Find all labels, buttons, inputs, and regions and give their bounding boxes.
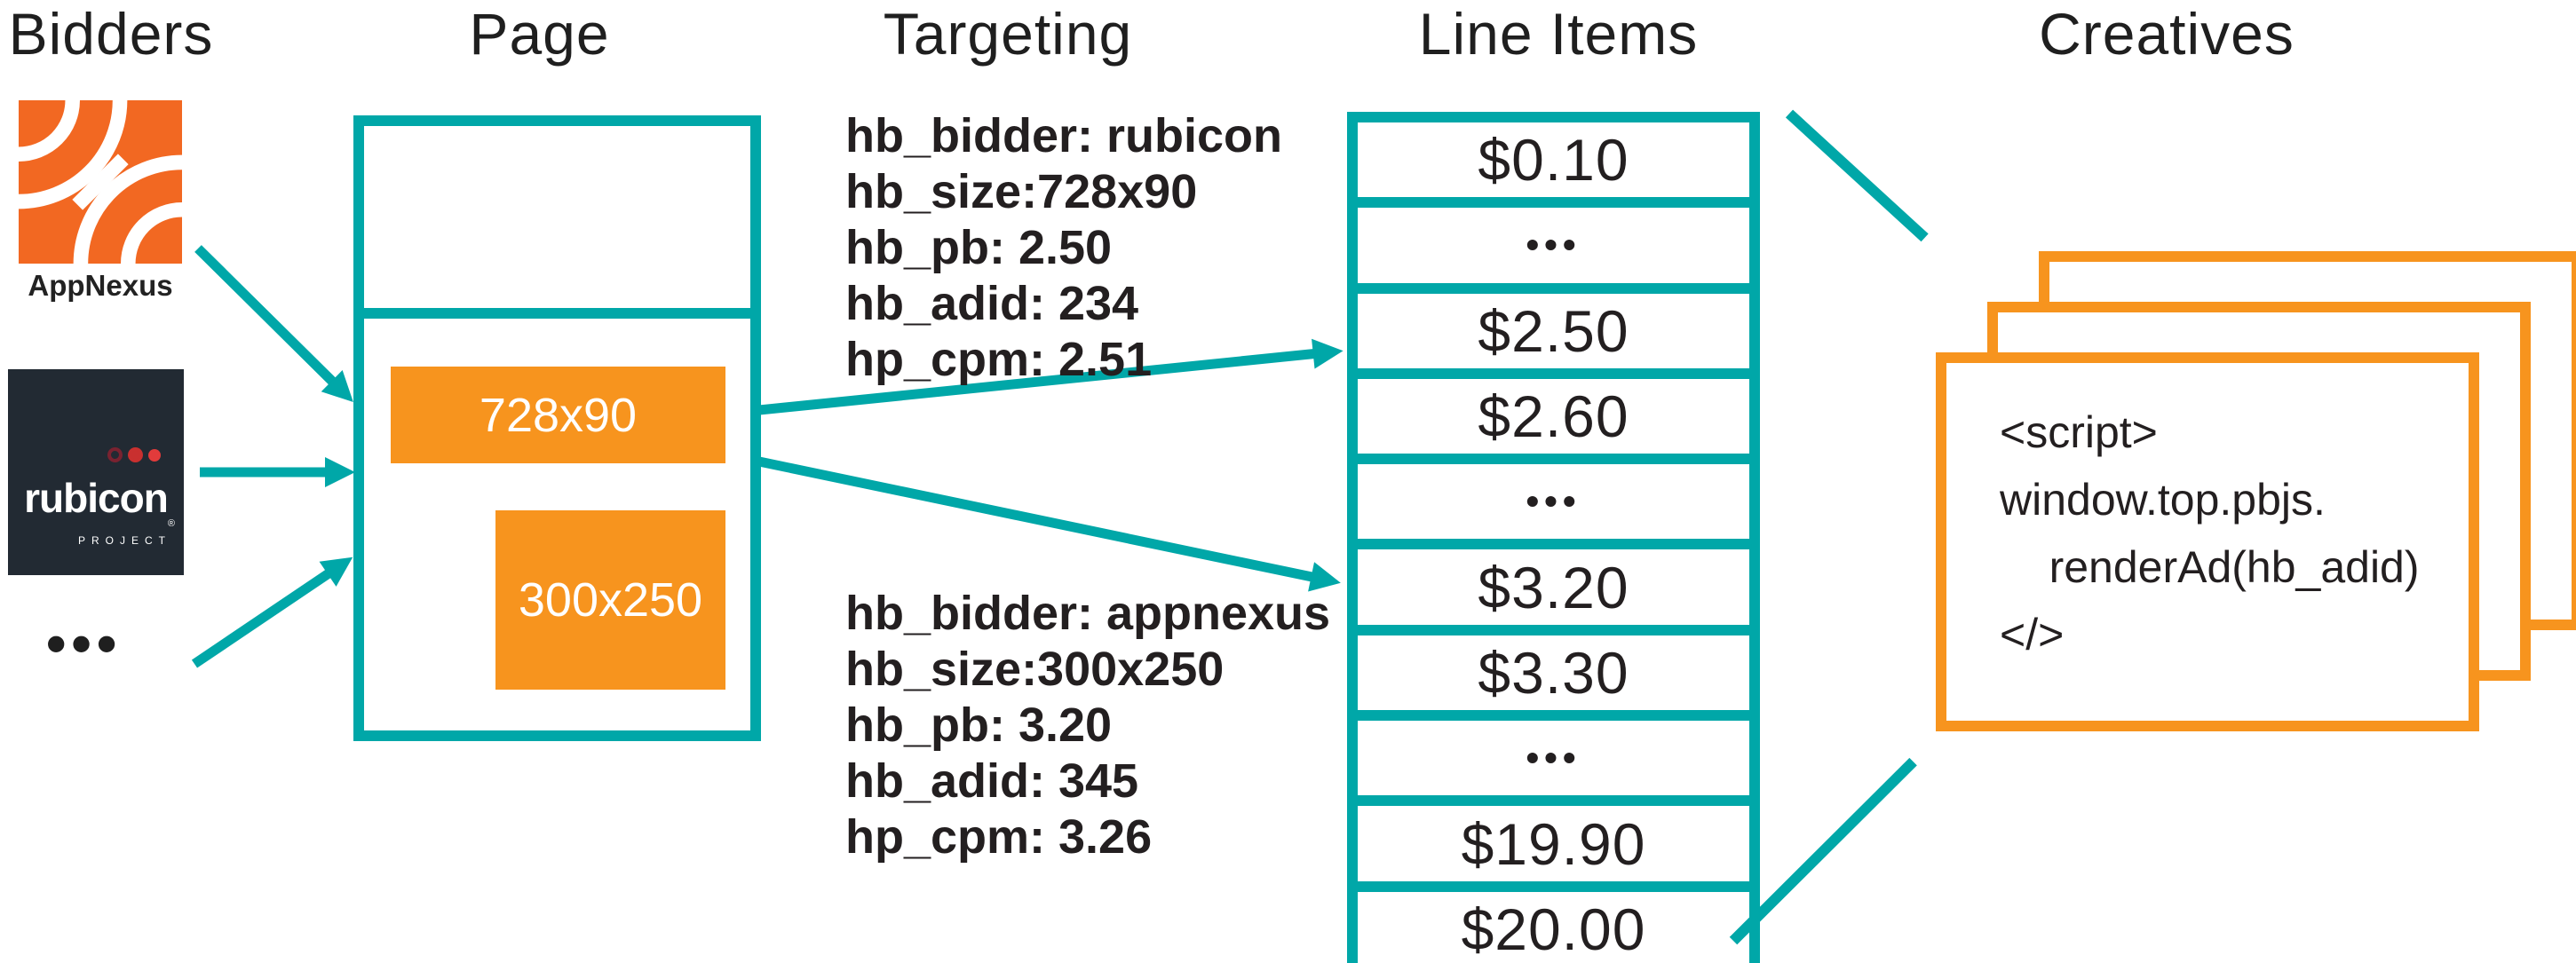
more-bidders-ellipsis: ••• — [46, 612, 123, 675]
line-item-row: $20.00 — [1358, 891, 1749, 963]
targeting-line: hb_adid: 345 — [845, 754, 1139, 808]
targeting-block-rubicon: hb_bidder: rubicon hb_size:728x90 hb_pb:… — [845, 108, 1282, 388]
connector-top-to-creatives — [1785, 109, 1929, 242]
column-title-creatives: Creatives — [2039, 1, 2295, 67]
line-item-row-ellipsis: ••• — [1358, 464, 1749, 540]
rubicon-logo: rubicon ® PROJECT — [8, 369, 184, 575]
appnexus-logo-icon — [16, 100, 185, 264]
line-item-row-ellipsis: ••• — [1358, 208, 1749, 283]
targeting-line: hb_pb: 3.20 — [845, 699, 1113, 752]
targeting-line: hb_size:728x90 — [845, 165, 1198, 218]
arrow-appnexus-to-page — [187, 238, 364, 414]
column-title-targeting: Targeting — [883, 1, 1133, 67]
line-item-row: $2.50 — [1358, 293, 1749, 368]
line-item-row: $0.10 — [1358, 122, 1749, 198]
rubicon-wordmark: rubicon — [24, 475, 169, 521]
column-title-line-items: Line Items — [1418, 1, 1699, 67]
creative-card-front: <script> window.top.pbjs. renderAd(hb_ad… — [1936, 352, 2479, 731]
page-header-divider — [353, 308, 761, 319]
targeting-line: hb_bidder: rubicon — [845, 109, 1282, 162]
line-item-row: $3.30 — [1358, 635, 1749, 711]
appnexus-label: AppNexus — [28, 269, 173, 302]
targeting-line: hb_adid: 234 — [845, 277, 1139, 330]
rubicon-dot-dark — [107, 447, 123, 462]
targeting-block-appnexus: hb_bidder: appnexus hb_size:300x250 hb_p… — [845, 586, 1330, 865]
rubicon-registered-mark: ® — [167, 518, 175, 529]
line-item-row: $3.20 — [1358, 549, 1749, 625]
targeting-line: hb_bidder: appnexus — [845, 587, 1331, 640]
line-items-table: $0.10 ••• $2.50 $2.60 ••• $3.20 $3.30 ••… — [1347, 112, 1760, 963]
targeting-line: hb_size:300x250 — [845, 643, 1225, 696]
column-title-page: Page — [469, 1, 610, 67]
arrow-other-bidders-to-page — [186, 544, 361, 676]
arrow-page-to-line-item-320 — [757, 446, 1344, 598]
targeting-line: hp_cpm: 3.26 — [845, 810, 1153, 864]
line-item-row: $19.90 — [1358, 806, 1749, 881]
ad-slot-300x250: 300x250 — [495, 510, 725, 690]
targeting-line: hb_pb: 2.50 — [845, 221, 1113, 274]
rubicon-project-label: PROJECT — [77, 534, 171, 547]
ad-slot-728x90: 728x90 — [391, 367, 725, 463]
targeting-line: hp_cpm: 2.51 — [845, 333, 1153, 386]
column-title-bidders: Bidders — [8, 1, 214, 67]
line-item-row: $2.60 — [1358, 378, 1749, 454]
line-item-row-ellipsis: ••• — [1358, 721, 1749, 796]
rubicon-dot-bright — [148, 448, 161, 462]
rubicon-dots-icon — [107, 447, 161, 462]
arrow-rubicon-to-page — [200, 457, 355, 487]
creative-script-code: <script> window.top.pbjs. renderAd(hb_ad… — [2000, 407, 2420, 659]
rubicon-dot-mid — [128, 447, 143, 462]
